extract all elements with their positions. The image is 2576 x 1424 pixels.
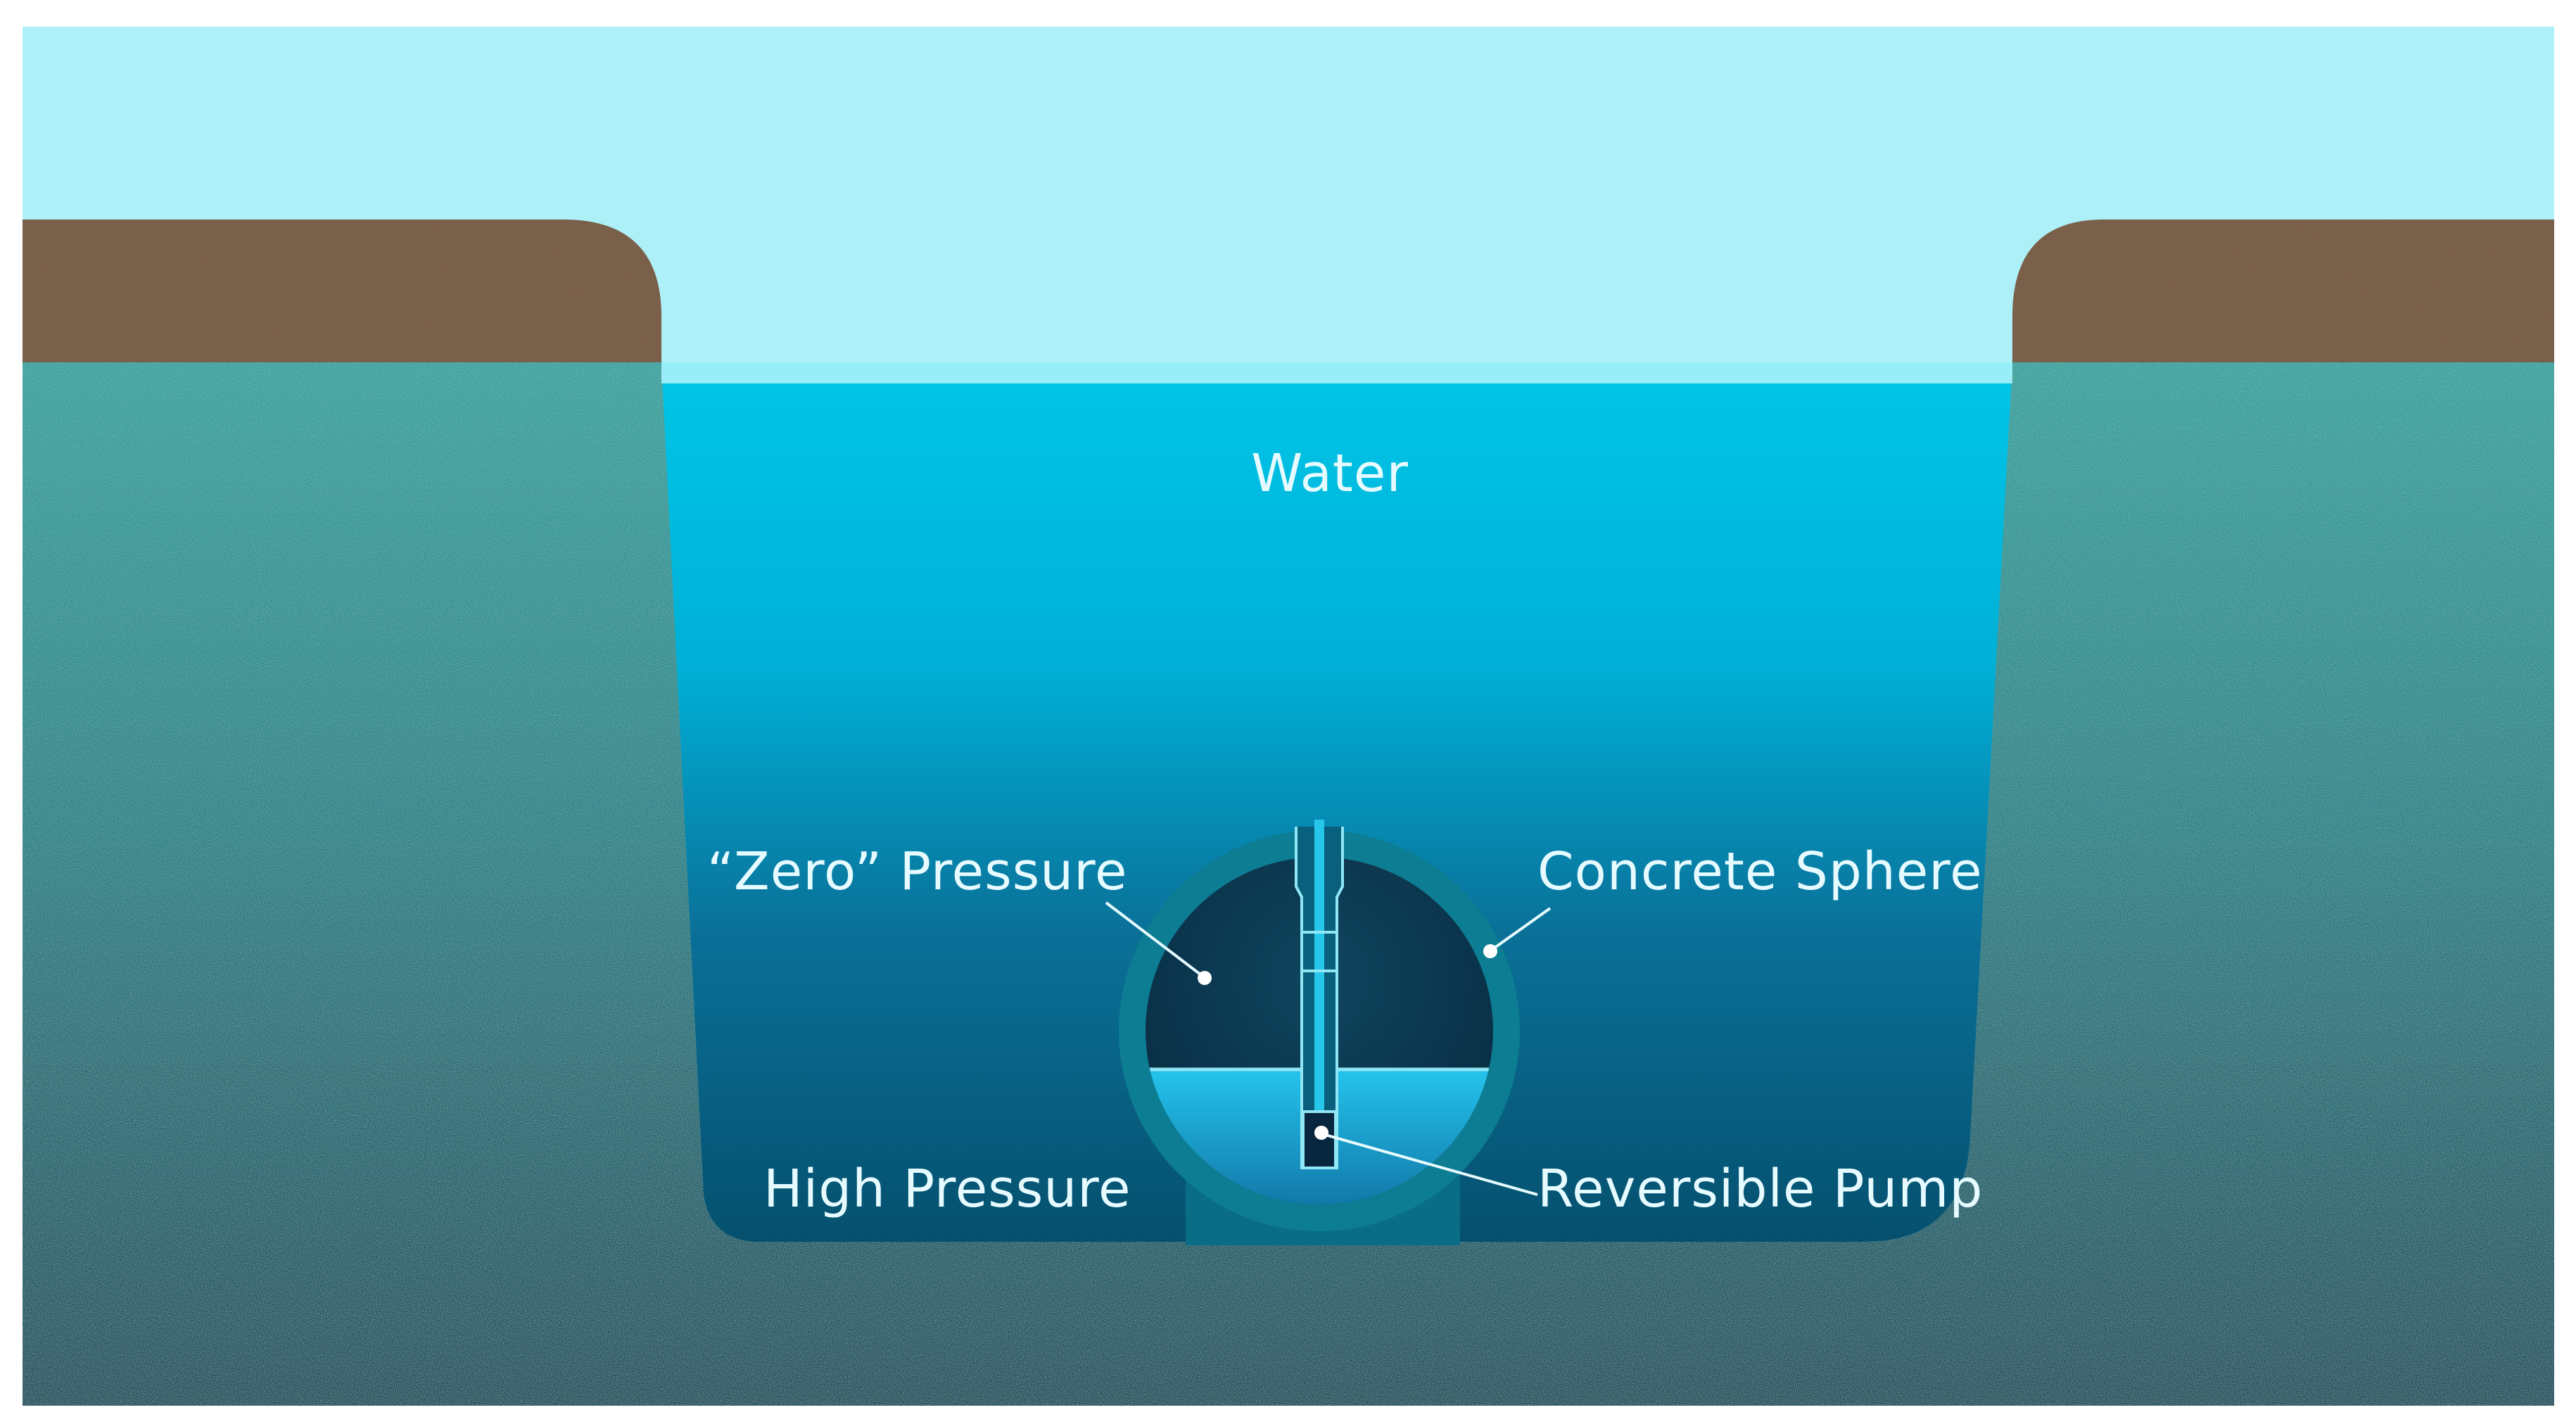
- soil-right: [2012, 220, 2554, 362]
- water-surface: [661, 362, 2012, 383]
- soil-left: [23, 220, 661, 362]
- water-body: [661, 362, 2012, 1242]
- leader-concrete-sphere: [1490, 907, 1552, 951]
- leader-dots: [1198, 944, 1497, 1140]
- reversible-pump: [1302, 1110, 1337, 1169]
- dot-zero-pressure: [1198, 971, 1212, 985]
- label-water: Water: [1251, 443, 1409, 504]
- leader-zero-pressure: [1105, 901, 1205, 978]
- label-reversible-pump: Reversible Pump: [1537, 1159, 1983, 1219]
- dot-concrete-sphere: [1483, 944, 1497, 958]
- soil-layer: [23, 220, 2554, 362]
- label-concrete-sphere: Concrete Sphere: [1537, 841, 1983, 902]
- leader-lines: [1105, 901, 1552, 1196]
- label-high-pressure: High Pressure: [763, 1159, 1131, 1219]
- ground: [23, 359, 2554, 1406]
- label-zero-pressure: “Zero” Pressure: [707, 841, 1128, 902]
- dot-reversible-pump: [1314, 1126, 1328, 1140]
- leader-reversible-pump: [1322, 1133, 1538, 1196]
